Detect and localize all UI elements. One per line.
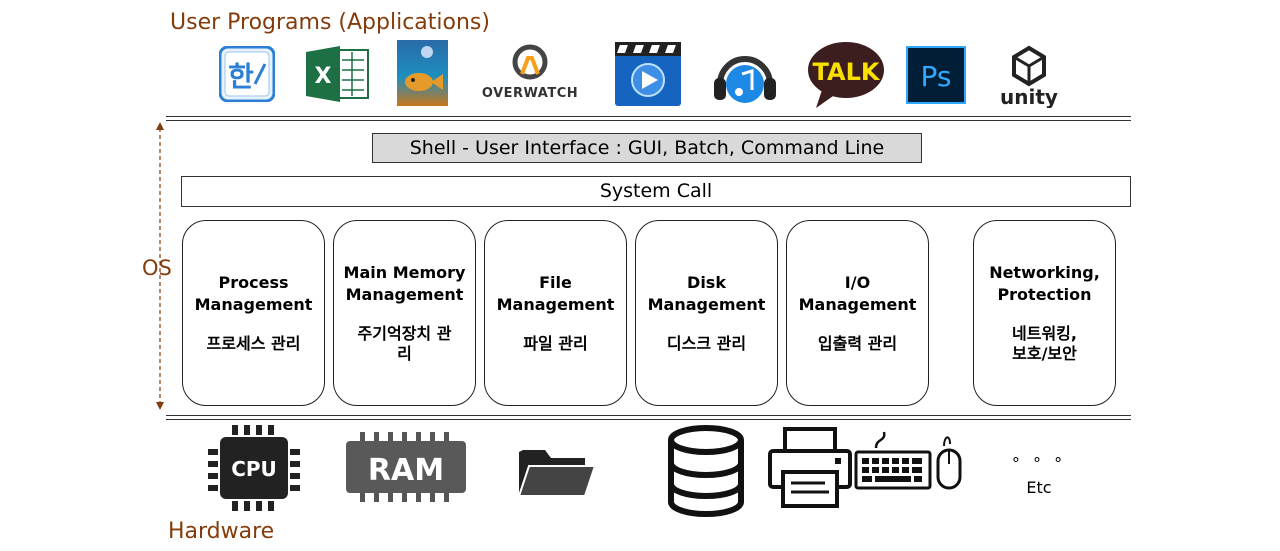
os-span-arrow — [156, 122, 164, 410]
keyboard-mouse-icon — [854, 431, 962, 490]
unity-logo-icon: unity — [1000, 45, 1058, 108]
excel-app-icon: X — [306, 46, 369, 102]
os-bottom-rule — [166, 415, 1131, 416]
module-title: Disk Management — [647, 273, 766, 314]
hangul-app-icon: 한 — [219, 46, 275, 102]
disk-icon — [668, 425, 744, 517]
cpu-label: CPU — [231, 457, 277, 481]
module-title: Networking, Protection — [989, 263, 1100, 304]
printer-icon — [768, 427, 852, 508]
module-disk-management: Disk Management 디스크 관리 — [635, 220, 778, 406]
ram-icon: RAM — [346, 432, 466, 502]
module-title: File Management — [496, 273, 615, 314]
module-main-memory-management: Main Memory Management 주기억장치 관 리 — [333, 220, 476, 406]
hangul-glyph: 한 — [228, 60, 254, 93]
os-label: OS — [142, 256, 172, 280]
photoshop-wordmark: Ps — [921, 60, 952, 93]
unity-wordmark: unity — [1000, 85, 1058, 108]
module-korean-label: 디스크 관리 — [666, 334, 747, 353]
hardware-label: Hardware — [168, 519, 275, 544]
module-io-management: I/O Management 입출력 관리 — [786, 220, 929, 406]
folder-icon — [517, 450, 597, 497]
overwatch-wordmark: OVERWATCH — [482, 86, 578, 101]
module-korean-label: 프로세스 관리 — [206, 334, 301, 353]
ram-label: RAM — [368, 453, 444, 488]
shell-layer: Shell - User Interface : GUI, Batch, Com… — [372, 133, 922, 163]
module-title: Process Management — [194, 273, 313, 314]
module-korean-label: 주기억장치 관 리 — [357, 324, 452, 363]
module-title: Main Memory Management — [343, 263, 466, 304]
os-bottom-rule-2 — [166, 419, 1131, 420]
excel-glyph: X — [315, 64, 332, 89]
kakaotalk-icon: TALK — [808, 42, 884, 108]
module-title: I/O Management — [798, 273, 917, 314]
module-file-management: File Management 파일 관리 — [484, 220, 627, 406]
module-process-management: Process Management 프로세스 관리 — [182, 220, 325, 406]
photoshop-icon: Ps — [906, 46, 966, 104]
os-top-rule — [166, 116, 1131, 117]
video-player-icon — [615, 42, 681, 106]
module-korean-label: 파일 관리 — [523, 334, 588, 353]
overwatch-logo-icon: OVERWATCH — [482, 44, 578, 101]
etc-label: Etc — [1026, 478, 1052, 497]
module-korean-label: 입출력 관리 — [817, 334, 898, 353]
module-korean-label: 네트워킹, 보호/보안 — [1012, 324, 1077, 363]
system-call-layer: System Call — [181, 176, 1131, 207]
module-networking-protection: Networking, Protection 네트워킹, 보호/보안 — [973, 220, 1116, 406]
music-player-icon — [714, 56, 776, 103]
os-top-rule-2 — [166, 120, 1131, 121]
kakaotalk-wordmark: TALK — [813, 58, 881, 86]
etc-dots: ° ° ° — [1011, 454, 1067, 473]
game-poster-icon — [397, 40, 448, 106]
cpu-icon: CPU — [208, 425, 300, 511]
user-programs-label: User Programs (Applications) — [170, 10, 490, 35]
